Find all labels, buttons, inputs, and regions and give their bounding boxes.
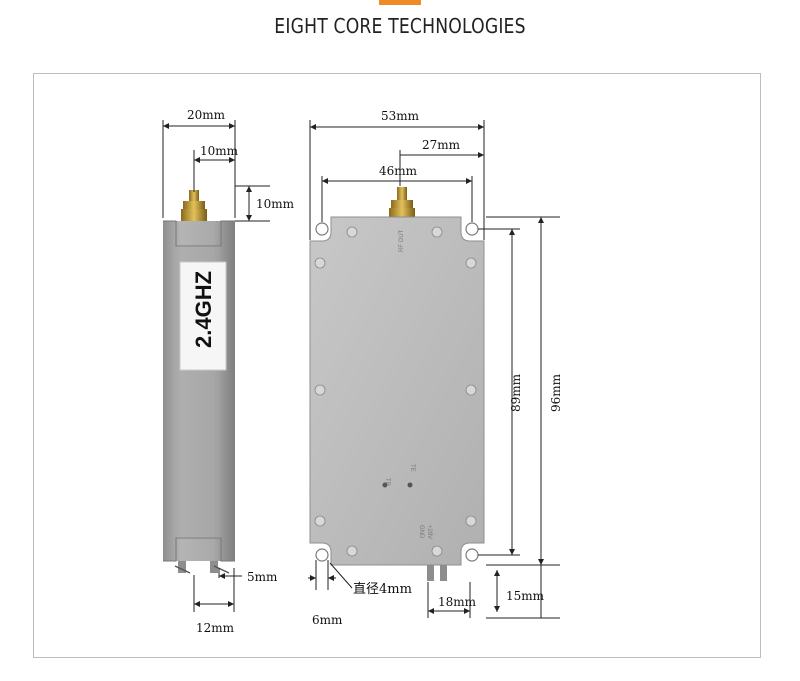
silk-gnd: GND: [418, 525, 424, 539]
front-hole-spacing-v-dim: 89mm: [509, 373, 523, 412]
frequency-label-sticker: [179, 261, 227, 371]
pins-front: [427, 565, 447, 581]
side-pin-spacing-dim: 12mm: [196, 621, 235, 635]
silk-vcc: +28V: [426, 525, 432, 539]
front-pin-spacing-dim: 18mm: [438, 595, 477, 609]
front-height-dim: 96mm: [549, 373, 563, 412]
frequency-label: 2.4GHZ: [191, 271, 216, 348]
front-pin-length-dim: 15mm: [506, 589, 545, 603]
silk-te: TE: [409, 464, 415, 472]
front-connector-offset-dim: 27mm: [422, 138, 461, 152]
side-connector-offset-dim: 10mm: [200, 144, 239, 158]
side-pin-length-dim: 5mm: [247, 570, 278, 584]
sma-connector-front: [389, 187, 415, 220]
module-front-body: [309, 216, 485, 566]
front-hole-spacing-h-dim: 46mm: [379, 164, 418, 178]
cover-screws: [314, 226, 477, 557]
mounting-holes: [315, 222, 479, 562]
side-width-dim: 20mm: [187, 108, 226, 122]
front-hole-diameter-dim: 直径4mm: [353, 582, 412, 597]
sma-connector-side: [181, 190, 207, 221]
tuning-holes: [382, 482, 413, 488]
header-accent-bar: [379, 0, 421, 5]
side-view: 2.4GHZ 20mm 10mm 10mm 5mm 12mm: [162, 108, 295, 635]
diagram-frame: [33, 73, 761, 658]
silk-rf-out: RF OUT: [399, 229, 405, 252]
pins-side: [174, 561, 230, 574]
silk-tr: TR: [384, 478, 390, 487]
front-width-dim: 53mm: [381, 109, 420, 123]
side-connector-height-dim: 10mm: [256, 197, 295, 211]
front-view: RF OUT TR TE +28V GND: [308, 109, 563, 627]
page-title: EIGHT CORE TECHNOLOGIES: [274, 14, 526, 38]
front-hole-offset-dim: 6mm: [312, 613, 343, 627]
